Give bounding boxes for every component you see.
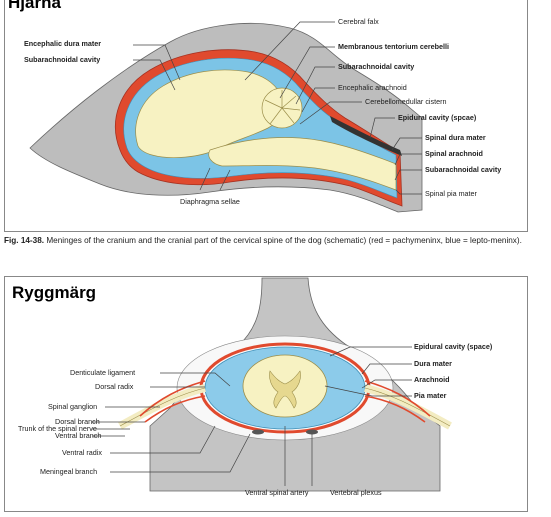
label-spinal-dura-mater: Spinal dura mater (425, 133, 486, 142)
label-denticulate-ligament: Denticulate ligament (70, 368, 135, 377)
epidural-cavity (330, 116, 402, 156)
label-arachnoid: Arachnoid (414, 375, 450, 384)
label-subarachnoidal-cavity-left: Subarachnoidal cavity (24, 55, 100, 64)
label-subarachnoidal-cavity-spinal: Subarachnoidal cavity (425, 165, 501, 174)
label-pia-mater: Pia mater (414, 391, 447, 400)
label-spinal-ganglion: Spinal ganglion (48, 402, 97, 411)
label-ventral-radix: Ventral radix (62, 448, 102, 457)
label-spinal-arachnoid: Spinal arachnoid (425, 149, 483, 158)
grey-matter (269, 370, 301, 409)
vertebral-plexus-right (306, 429, 318, 435)
spinal-cord-meninges-diagram: Epidural cavity (space) Dura mater Arach… (18, 277, 493, 497)
label-diaphragma-sellae: Diaphragma sellae (180, 197, 240, 206)
label-subarachnoidal-cavity-right: Subarachnoidal cavity (338, 62, 414, 71)
vertebral-plexus-left (252, 429, 264, 435)
label-dura-mater: Dura mater (414, 359, 452, 368)
label-vertebral-plexus: Vertebral plexus (330, 488, 382, 497)
nerve-left-outline (119, 387, 206, 427)
label-encephalic-dura-mater: Encephalic dura mater (24, 39, 101, 48)
nerve-right-outline (364, 387, 451, 427)
brain-meninges-diagram: Encephalic dura mater Subarachnoidal cav… (24, 17, 501, 213)
caption-text: Meninges of the cranium and the cranial … (46, 236, 522, 245)
cerebellum (261, 87, 303, 129)
dura-sleeve-right (364, 380, 431, 423)
label-encephalic-arachnoid: Encephalic arachnoid (338, 83, 407, 92)
label-epidural-cavity-bottom: Epidural cavity (space) (414, 342, 493, 351)
figure-caption: Fig. 14-38. Meninges of the cranium and … (4, 236, 534, 246)
label-ventral-spinal-artery: Ventral spinal artery (245, 488, 309, 497)
brain-panel-title: Hjärna (8, 0, 61, 12)
label-membranous-tentorium-cerebelli: Membranous tentorium cerebelli (338, 42, 449, 51)
label-meningeal-branch: Meningeal branch (40, 467, 97, 476)
caption-fig-label: Fig. 14-38. (4, 236, 45, 245)
label-dorsal-radix: Dorsal radix (95, 382, 134, 391)
label-cerebral-falx: Cerebral falx (338, 17, 379, 26)
spinal-cord-panel-title: Ryggmärg (12, 283, 97, 302)
brainstem (208, 137, 397, 191)
label-trunk-spinal-nerve: Trunk of the spinal nerve (18, 424, 97, 433)
label-epidural-cavity-top: Epidural cavity (spcae) (398, 113, 477, 122)
label-cerebellomedullar-cistern: Cerebellomedullar cistern (365, 97, 447, 106)
dura-sleeve-left (139, 380, 206, 423)
label-dorsal-branch: Dorsal branch (55, 417, 100, 426)
label-spinal-pia-mater: Spinal pia mater (425, 189, 478, 198)
label-ventral-branch: Ventral branch (55, 431, 101, 440)
